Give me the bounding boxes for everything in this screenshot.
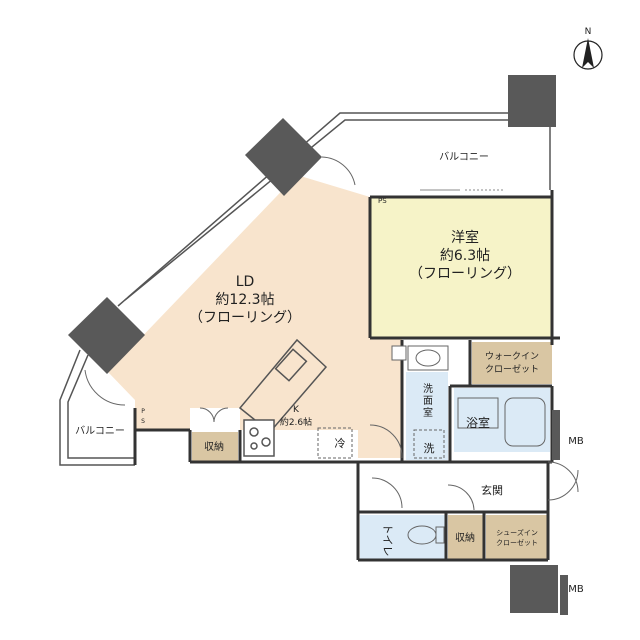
walls	[133, 190, 560, 562]
ps-left-label-1: P	[141, 408, 145, 415]
ld-floor-type: （フローリング）	[189, 310, 301, 326]
toilet-fixture	[407, 525, 445, 545]
shoes-closet-line2: クローゼット	[496, 538, 538, 547]
washer-label: 洗	[424, 442, 435, 455]
shoes-closet-line1: シューズイン	[496, 528, 538, 537]
washroom-label-2: 面	[423, 396, 433, 407]
western-room-floor	[370, 197, 552, 338]
structural-columns	[68, 75, 568, 615]
kitchen-name: K	[293, 405, 300, 415]
compass-label: N	[585, 27, 592, 37]
toilet-floor	[360, 515, 446, 559]
mb-right-label: MB	[568, 436, 584, 447]
washroom-label-3: 室	[423, 406, 433, 419]
kitchen-size: 約2.6帖	[280, 416, 312, 428]
walkin-closet-line1: ウォークイン	[485, 351, 539, 362]
kitchen-counter	[238, 338, 328, 457]
ps-top-label: PS	[378, 197, 387, 205]
north-compass: N	[573, 27, 603, 70]
balcony-top-name: バルコニー	[439, 151, 489, 163]
western-size: 約6.3帖	[440, 248, 490, 264]
washroom-floor	[406, 372, 448, 460]
storage-ld-name: 収納	[204, 440, 224, 453]
ld-floor	[108, 175, 402, 458]
fridge-label: 冷	[335, 437, 346, 450]
western-name: 洋室	[451, 229, 479, 246]
western-floor-type: （フローリング）	[409, 266, 521, 282]
mb-bottom-label: MB	[568, 584, 584, 595]
bath-floor	[454, 388, 550, 452]
toilet-name: トイレ	[381, 524, 394, 557]
ld-size: 約12.3帖	[215, 292, 274, 308]
walkin-closet-line2: クローゼット	[485, 363, 539, 375]
balcony-left-name: バルコニー	[75, 425, 125, 437]
entrance-name: 玄関	[481, 483, 503, 497]
washroom-fixtures	[317, 345, 546, 459]
balcony-left-outline	[59, 349, 135, 466]
storage-entry-name: 収納	[455, 531, 475, 544]
balcony-top-outline	[117, 112, 551, 307]
ld-name: LD	[236, 274, 255, 290]
bath-name: 浴室	[466, 415, 490, 430]
ps-left-label-2: S	[141, 418, 145, 425]
storage-entry-floor	[448, 515, 484, 559]
walkin-closet-floor	[472, 342, 552, 384]
door-swings	[84, 156, 579, 511]
washroom-label-1: 洗	[423, 383, 433, 395]
shoes-closet-floor	[486, 515, 548, 559]
storage-ld-floor	[192, 432, 238, 462]
